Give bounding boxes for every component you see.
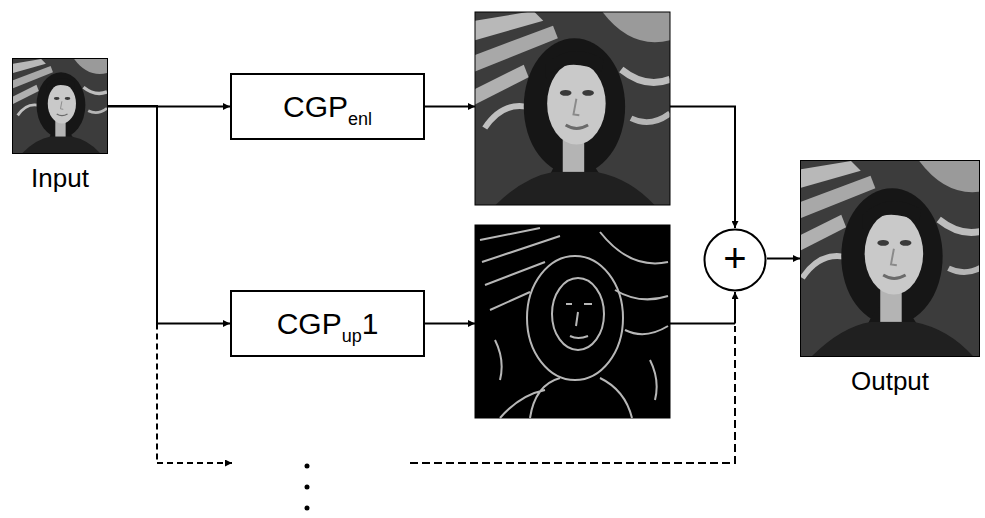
text-group: Input xyxy=(31,165,89,191)
dot xyxy=(305,506,310,511)
output-image: Output xyxy=(800,160,980,357)
arrow-line xyxy=(670,107,735,229)
process-box: CGPenl xyxy=(230,73,425,140)
wire-line xyxy=(670,323,735,325)
edge-map-image xyxy=(475,225,670,418)
image-caption: Output xyxy=(851,366,929,396)
process-box: CGPup1 xyxy=(230,290,425,357)
node-label: CGP xyxy=(283,90,348,123)
photo xyxy=(801,161,979,356)
input-image: Input xyxy=(12,58,108,154)
image-caption: Input xyxy=(31,163,89,193)
dashed-line xyxy=(156,324,158,464)
enlarged-image xyxy=(475,11,670,206)
subscript-label: up xyxy=(342,326,362,346)
text-group: + xyxy=(723,240,746,280)
connector-arrow xyxy=(108,106,230,324)
node-label: + xyxy=(723,236,746,280)
dashed-arrow xyxy=(157,462,232,464)
text-group: CGPup1 xyxy=(277,309,379,339)
sum-circle: + xyxy=(703,228,767,292)
dot xyxy=(305,485,310,490)
dashed-line xyxy=(410,326,735,463)
subscript-label: enl xyxy=(348,109,372,129)
ellipsis-dots xyxy=(305,464,310,511)
text-group: CGPenl xyxy=(283,92,372,122)
arrow-line xyxy=(734,292,736,324)
photo xyxy=(13,59,107,153)
node-label: CGP xyxy=(277,307,342,340)
dot xyxy=(305,464,310,469)
text-group: Output xyxy=(851,368,929,394)
node-label: 1 xyxy=(362,307,379,340)
connector-arrow xyxy=(767,258,800,260)
arrow-line xyxy=(425,106,475,108)
arrow-line xyxy=(425,323,475,325)
